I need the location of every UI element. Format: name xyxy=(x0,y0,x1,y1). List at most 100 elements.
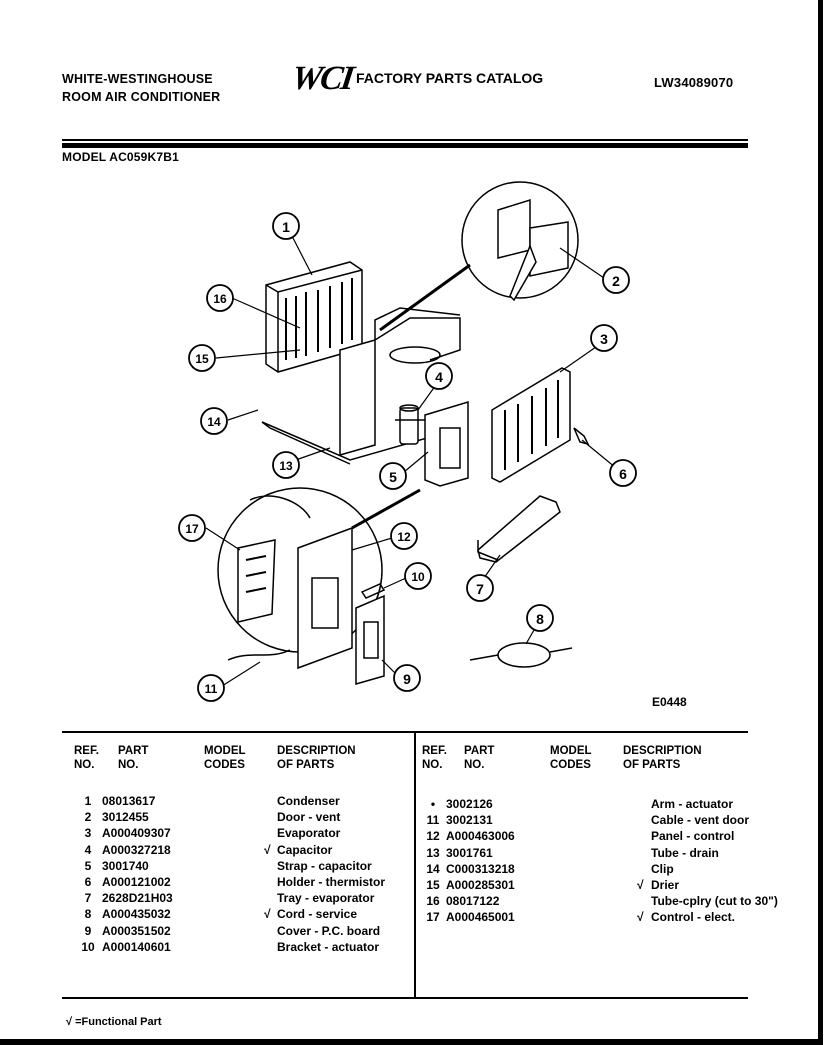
part-description: Drier xyxy=(651,878,680,893)
catalog-title: FACTORY PARTS CATALOG xyxy=(356,70,544,86)
functional-check xyxy=(264,809,277,825)
callout-15-label: 15 xyxy=(195,352,209,366)
part-number: 08017122 xyxy=(446,894,500,909)
part-number: 2628D21H03 xyxy=(102,891,173,906)
part-description: Holder - thermistor xyxy=(277,875,386,890)
callout-7-label: 7 xyxy=(476,581,484,597)
manufacturer-name: WHITE-WESTINGHOUSE xyxy=(62,72,213,86)
functional-check xyxy=(637,812,651,828)
ref-number: 12 xyxy=(426,829,440,844)
functional-check: √ xyxy=(637,878,644,893)
table-rule-bottom xyxy=(62,997,748,999)
callout-10-label: 10 xyxy=(411,570,425,584)
functional-check xyxy=(264,939,277,955)
ref-number: 4 xyxy=(84,842,92,857)
callout-5-circle xyxy=(379,462,407,490)
part-description: Capacitor xyxy=(277,842,333,857)
table-column-divider xyxy=(414,733,416,999)
callout-9-circle xyxy=(393,664,421,692)
functional-check xyxy=(264,858,277,874)
callout-17-circle xyxy=(178,514,206,542)
ref-number: 5 xyxy=(84,858,92,873)
ref-number: 16 xyxy=(426,894,440,909)
ref-number: 17 xyxy=(426,910,440,925)
ref-number: 8 xyxy=(84,907,92,922)
ref-number: 13 xyxy=(426,845,440,860)
functional-check: √ xyxy=(637,910,644,925)
ref-number: 11 xyxy=(426,813,440,828)
part-number: C000313218 xyxy=(446,861,515,876)
part-description: Cable - vent door xyxy=(651,813,750,828)
callout-12-label: 12 xyxy=(397,530,411,544)
part-number: A000465001 xyxy=(446,910,515,925)
control-detail xyxy=(217,487,383,661)
callout-6-circle xyxy=(609,459,637,487)
ref-number: 10 xyxy=(81,939,95,954)
functional-check xyxy=(264,890,277,906)
part-number: A000327218 xyxy=(102,842,171,857)
callout-2-circle xyxy=(602,266,630,294)
functional-check xyxy=(637,861,651,877)
part-number: 3012455 xyxy=(102,810,149,825)
functional-check xyxy=(637,828,651,844)
callout-11-circle xyxy=(197,674,225,702)
evaporator-drawing xyxy=(491,367,571,483)
part-number: A000140601 xyxy=(102,939,171,954)
header-rule-top xyxy=(62,139,748,141)
actuator-bracket-drawing xyxy=(360,583,386,599)
part-number: 3001740 xyxy=(102,858,149,873)
ref-number: 7 xyxy=(84,891,92,906)
callout-9-label: 9 xyxy=(403,671,411,687)
callout-14-label: 14 xyxy=(207,415,221,429)
part-description: Cord - service xyxy=(277,907,358,922)
callout-8-circle xyxy=(526,604,554,632)
functional-check xyxy=(264,793,277,809)
part-number: 3002126 xyxy=(446,797,493,811)
part-description: Clip xyxy=(651,861,674,876)
callout-10-circle xyxy=(404,562,432,590)
part-number: 08013617 xyxy=(102,794,156,808)
ref-number: 6 xyxy=(84,875,92,890)
control-panel-drawing xyxy=(297,488,421,670)
functional-check xyxy=(264,923,277,939)
callout-13-circle xyxy=(272,451,300,479)
page-border-bottom xyxy=(0,1039,823,1045)
ref-number: 1 xyxy=(84,794,92,808)
evaporator-tray-drawing xyxy=(477,495,561,563)
part-description: Arm - actuator xyxy=(651,797,734,811)
callout-13-label: 13 xyxy=(279,459,293,473)
callout-16-circle xyxy=(206,284,234,312)
table-row: 14 C000313218 Clip xyxy=(420,861,801,877)
ref-number: 9 xyxy=(84,923,92,938)
ref-number: • xyxy=(430,797,436,811)
ref-number: 14 xyxy=(426,861,440,876)
part-number: A000463006 xyxy=(446,829,515,844)
callout-12-circle xyxy=(390,522,418,550)
service-cord-drawing xyxy=(469,642,573,668)
part-description: Evaporator xyxy=(277,826,341,841)
part-description: Tray - evaporator xyxy=(277,891,375,906)
part-number: A000285301 xyxy=(446,878,515,893)
product-name: ROOM AIR CONDITIONER xyxy=(62,90,221,104)
callout-4-label: 4 xyxy=(435,369,443,385)
functional-check: √ xyxy=(264,907,271,922)
part-description: Door - vent xyxy=(277,810,341,825)
part-description: Control - elect. xyxy=(651,910,736,925)
callout-5-label: 5 xyxy=(389,469,397,485)
